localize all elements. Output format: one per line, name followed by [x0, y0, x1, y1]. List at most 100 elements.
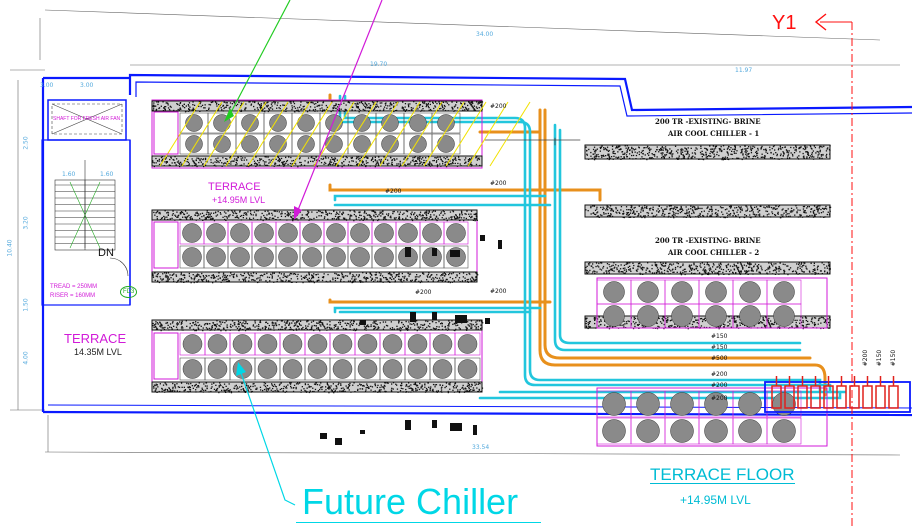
pipe-tag: #200: [490, 103, 507, 110]
pipe-tag: #200: [490, 288, 507, 295]
chiller-unit-3: [151, 319, 483, 393]
dim-stair-w2: 1.60: [100, 171, 114, 178]
fan-icon: [332, 334, 353, 354]
hatch-line: [247, 101, 289, 167]
fan-icon: [670, 419, 694, 443]
fan-icon: [207, 334, 228, 354]
fan-icon: [446, 223, 466, 243]
hatch-line: [379, 101, 421, 167]
chiller-bar: [151, 271, 479, 284]
fan-icon: [232, 334, 253, 354]
section-line-y1: [814, 13, 853, 528]
terrace-floor-level: +14.95M LVL: [680, 493, 751, 507]
chiller2-line2: AIR COOL CHILLER - 2: [668, 248, 760, 257]
fan-icon: [182, 223, 202, 243]
pipe-tag: #200: [862, 349, 870, 367]
dim-overall: 34.00: [476, 31, 494, 38]
fan-icon: [773, 281, 795, 303]
chiller-bar: [151, 100, 484, 113]
fan-icon: [282, 334, 303, 354]
fan-icon: [738, 392, 762, 416]
fan-icon: [353, 114, 371, 132]
fan-icon: [636, 392, 660, 416]
terrace-floor-title: TERRACE FLOOR: [650, 465, 795, 484]
fan-icon: [332, 359, 353, 379]
fan-icon: [705, 305, 727, 327]
chiller-bar: [584, 261, 831, 276]
hatch-line: [313, 101, 355, 167]
fan-icon: [407, 359, 428, 379]
fan-icon: [257, 359, 278, 379]
fan-icon: [230, 223, 250, 243]
terrace-left-title: TERRACE: [64, 331, 127, 346]
fan-icon: [671, 281, 693, 303]
fan-cell: [766, 303, 802, 329]
stair-tread-label: TREAD = 250MM: [50, 284, 98, 290]
chiller-rows: [151, 99, 531, 394]
dim-right-seg: 11.97: [735, 67, 753, 74]
pipe-runs: [328, 93, 847, 400]
dim-top-small-a: 3.00: [40, 82, 54, 89]
chiller1-line2: AIR COOL CHILLER - 1: [668, 129, 760, 138]
terrace-left-level: 14.35M LVL: [74, 347, 122, 357]
fan-icon: [269, 114, 287, 132]
door-tag: FD3: [120, 286, 138, 298]
dim-left-seg: 19.70: [370, 61, 388, 68]
fan-icon: [739, 281, 761, 303]
pipe-tag: #200: [415, 289, 432, 296]
fan-icon: [374, 223, 394, 243]
fan-icon: [307, 359, 328, 379]
control-panel: [153, 221, 179, 269]
fan-cell: [766, 417, 802, 445]
fan-icon: [437, 114, 455, 132]
dim-stair-w1: 1.60: [62, 171, 76, 178]
pipe-tag: #200: [385, 188, 402, 195]
hatch-line: [467, 101, 509, 167]
chiller-bar: [151, 209, 478, 222]
pipe-tag: #200: [711, 395, 728, 402]
fan-icon: [422, 223, 442, 243]
fan-icon: [773, 305, 795, 327]
fan-icon: [772, 419, 796, 443]
hatch-line: [203, 101, 245, 167]
fan-icon: [457, 359, 478, 379]
fan-icon: [437, 135, 455, 153]
fan-icon: [637, 305, 659, 327]
pipe-tag: #150: [876, 349, 884, 367]
fan-icon: [357, 359, 378, 379]
hatch-line: [225, 101, 267, 167]
hatch-line: [357, 101, 399, 167]
dim-seg-a: 2.50: [22, 136, 30, 150]
fan-cell: [454, 332, 481, 356]
fan-icon: [254, 247, 274, 267]
fan-icon: [326, 223, 346, 243]
fan-cell: [454, 357, 481, 381]
dim-seg-b: 3.20: [22, 216, 30, 230]
fan-icon: [407, 334, 428, 354]
fan-icon: [182, 334, 203, 354]
fan-icon: [206, 247, 226, 267]
fan-icon: [357, 334, 378, 354]
valve-cluster: [764, 376, 911, 413]
fan-cell: [443, 221, 469, 245]
fan-icon: [704, 419, 728, 443]
fan-icon: [739, 305, 761, 327]
fan-icon: [432, 334, 453, 354]
shaft-box: [51, 103, 123, 135]
fan-icon: [409, 114, 427, 132]
hatch-line: [401, 101, 443, 167]
fan-icon: [257, 334, 278, 354]
dimension-lines: [10, 9, 901, 456]
fan-icon: [704, 392, 728, 416]
dim-bottom: 33.54: [472, 444, 490, 451]
fan-grids: [596, 277, 828, 447]
hatch-line: [181, 101, 223, 167]
dim-seg-c: 1.50: [22, 298, 30, 312]
terrace-mid-title: TERRACE: [208, 181, 261, 193]
hatch-line: [291, 101, 333, 167]
fan-icon: [738, 419, 762, 443]
pipe-tag: #200: [711, 382, 728, 389]
dim-left-height: 10.40: [6, 239, 14, 257]
fan-icon: [382, 334, 403, 354]
hatch-line: [423, 101, 465, 167]
